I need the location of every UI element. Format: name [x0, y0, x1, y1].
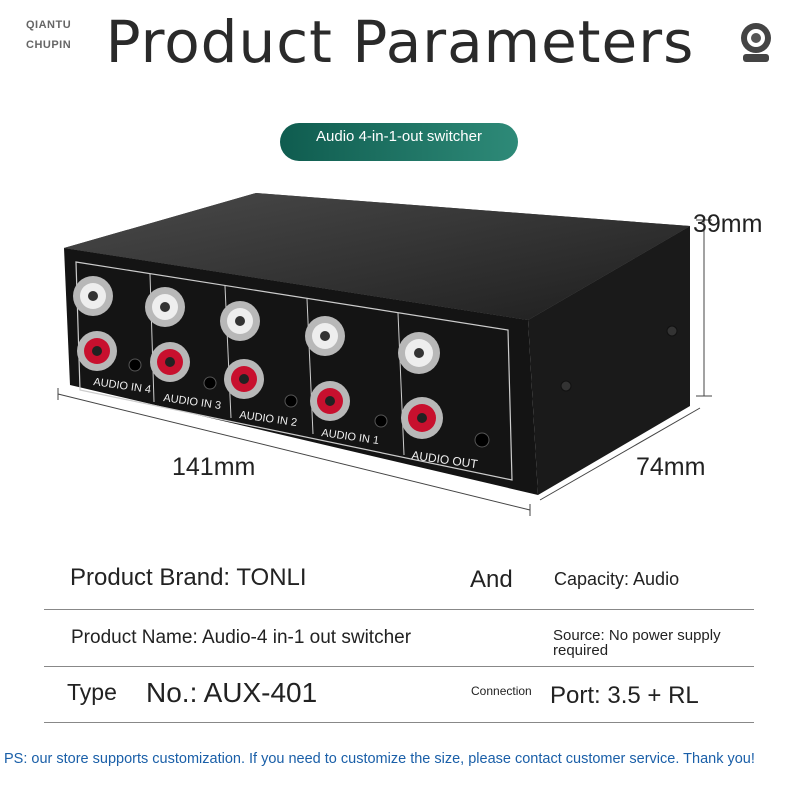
divider	[44, 609, 754, 610]
spec-source-line1: Source: No power supply	[553, 627, 721, 644]
watermark-line2: CHUPIN	[26, 39, 72, 51]
spec-port: Port: 3.5 + RL	[550, 682, 699, 709]
footer-note: PS: our store supports customization. If…	[4, 751, 755, 767]
spec-source-line2: required	[553, 642, 609, 659]
height-dimension: 39mm	[693, 210, 763, 238]
product-type-badge: Audio 4-in-1-out switcher	[280, 123, 518, 161]
spec-model: No.: AUX-401	[146, 677, 318, 708]
divider	[44, 722, 754, 723]
spec-product-name: Product Name: Audio-4 in-1 out switcher	[71, 627, 412, 648]
depth-dimension: 74mm	[636, 453, 706, 481]
width-dimension: 141mm	[172, 453, 256, 481]
product-image: AUDIO IN 4 AUDIO IN 3 AUDIO IN 2 AUDIO I…	[57, 193, 712, 516]
rca-jacks	[73, 276, 443, 439]
divider	[44, 666, 754, 667]
page-title: Product Parameters	[105, 8, 695, 76]
spec-type-label: Type	[67, 679, 117, 705]
spec-capacity: Capacity: Audio	[554, 569, 680, 589]
spec-and: And	[470, 566, 513, 593]
spec-connection: Connection	[471, 684, 532, 698]
camera-icon	[738, 20, 774, 64]
watermark-line1: QIANTU	[26, 19, 72, 31]
spec-brand: Product Brand: TONLI	[70, 564, 307, 591]
